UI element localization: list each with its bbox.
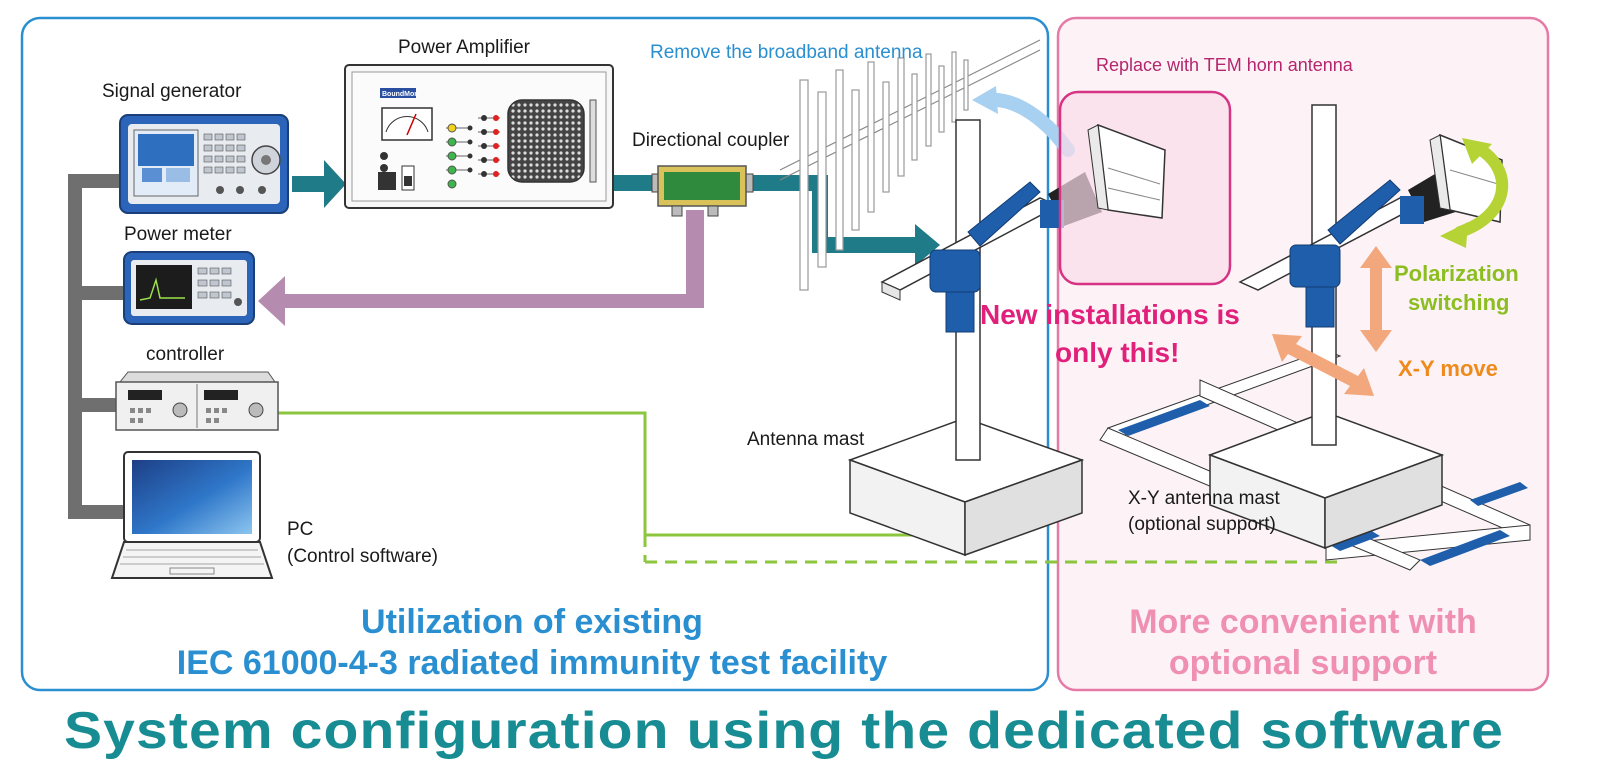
control-line [278, 411, 1345, 564]
tem-horn-antenna [1087, 123, 1166, 219]
controller-label: controller [146, 344, 225, 365]
left-panel-caption: Utilization of existing [361, 603, 703, 641]
polarization-arrow-head-top [1462, 138, 1492, 164]
polarization-arrow [1454, 142, 1509, 238]
xy-mast-label: X-Y antenna mast [1128, 488, 1280, 509]
remove-antenna-label: Remove the broadband antenna [650, 42, 923, 63]
control-bus [68, 174, 123, 519]
polarization-switching-label: switching [1408, 290, 1509, 315]
power-amplifier [344, 64, 614, 209]
new-install-label-2: only this! [1055, 337, 1179, 368]
page-title: System configuration using the dedicated… [64, 702, 1504, 760]
xy-move-arrows [1272, 246, 1392, 396]
broadband-antenna [779, 39, 1041, 291]
antenna-mast-label: Antenna mast [747, 429, 865, 450]
remove-arrow-head [972, 86, 998, 114]
pc-label: PC [287, 519, 313, 540]
polarization-label: Polarization [1394, 261, 1519, 286]
polarization-arrow-head-bottom [1440, 222, 1468, 248]
pc-software-label: (Control software) [287, 546, 438, 567]
directional-coupler [651, 165, 754, 217]
signal-generator-label: Signal generator [102, 81, 242, 102]
pc-laptop [110, 451, 274, 579]
xy-antenna-mast [1099, 104, 1531, 571]
right-panel-caption: More convenient with [1129, 603, 1477, 641]
right-panel-caption-2: optional support [1169, 644, 1437, 682]
controller [115, 371, 279, 431]
xy-move-label: X-Y move [1398, 356, 1498, 381]
power-amplifier-label: Power Amplifier [398, 37, 531, 58]
directional-coupler-label: Directional coupler [632, 130, 790, 151]
new-install-label: New installations is [980, 299, 1240, 330]
power-meter-label: Power meter [124, 224, 232, 245]
amp-brand-label: BoundMon [382, 91, 419, 98]
replace-antenna-label: Replace with TEM horn antenna [1096, 55, 1354, 75]
power-meter [123, 251, 255, 325]
reverse-path [258, 210, 704, 326]
signal-generator [119, 114, 289, 214]
rf-path [292, 160, 940, 266]
left-panel-caption-2: IEC 61000-4-3 radiated immunity test fac… [177, 644, 888, 682]
xy-mast-support-label: (optional support) [1128, 514, 1276, 535]
